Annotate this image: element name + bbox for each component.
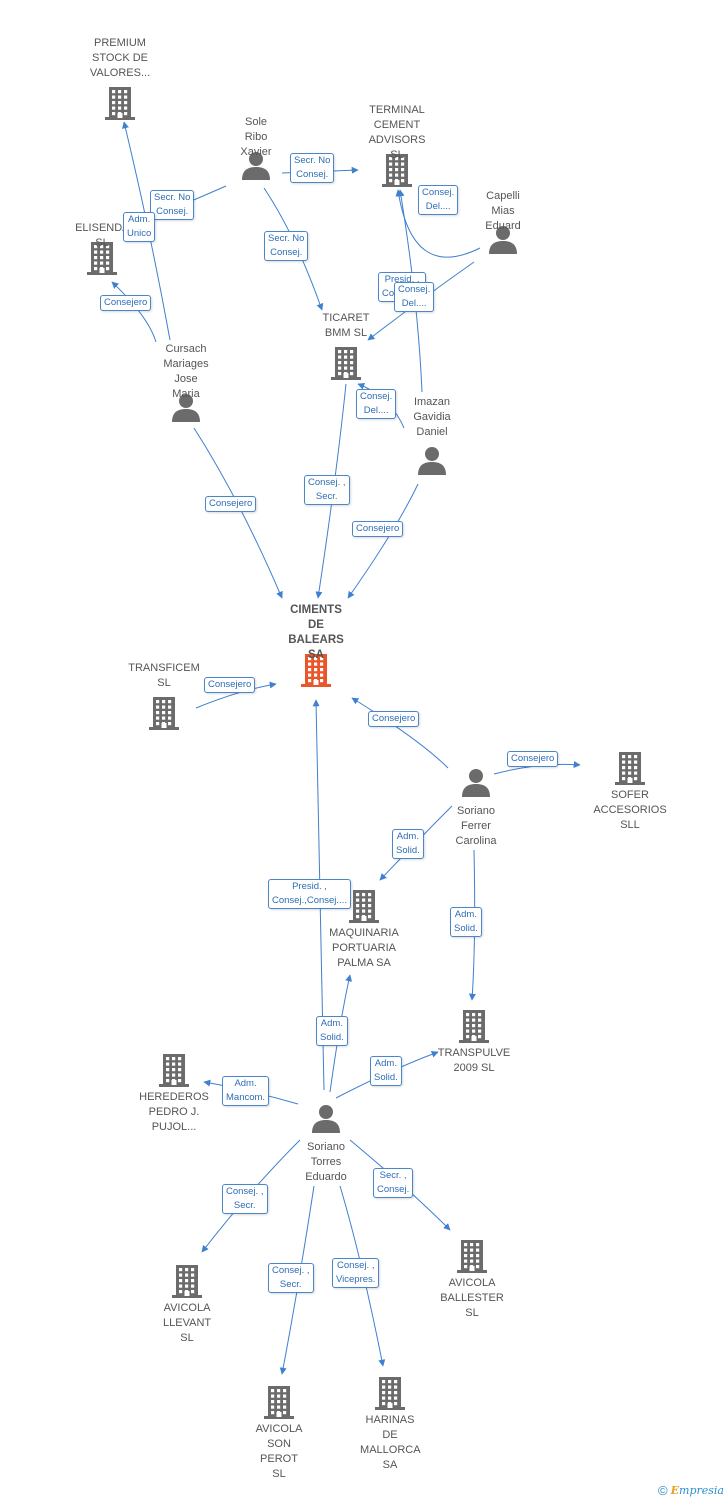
edge-imazan-to-ciments: [347, 483, 419, 599]
node-label: AVICOLA LLEVANT SL: [163, 1302, 212, 1344]
building-icon: [349, 889, 379, 928]
node-label: TICARET BMM SL: [322, 312, 370, 339]
edge-transficem-to-ciments: [195, 681, 277, 709]
node-label: HARINAS DE MALLORCA SA: [360, 1414, 421, 1471]
edge-label[interactable]: Consej. , Secr.: [304, 475, 350, 505]
edge-label[interactable]: Consejero: [507, 751, 559, 767]
node-label: HEREDEROS PEDRO J. PUJOL...: [139, 1091, 209, 1133]
node-label: TRANSPULVE 2009 SL: [437, 1047, 511, 1074]
building-icon: [172, 1264, 202, 1303]
node-label: PREMIUM STOCK DE VALORES...: [89, 37, 151, 79]
edge-label[interactable]: Secr. , Consej.: [373, 1168, 414, 1198]
node-label: Imazan Gavidia Daniel: [413, 396, 451, 438]
copyright-symbol: ©: [658, 1483, 668, 1498]
node-label: Sole Ribo Xavier: [240, 116, 272, 158]
edge-label[interactable]: Adm. Solid.: [316, 1016, 348, 1046]
edge-label[interactable]: Consejero: [352, 521, 404, 537]
edge-label[interactable]: Consej. , Secr.: [222, 1184, 268, 1214]
node-label: AVICOLA BALLESTER SL: [440, 1277, 504, 1319]
edge-label[interactable]: Consejero: [368, 711, 420, 727]
edge-capelli-to-terminal: [395, 189, 481, 258]
footer-brand[interactable]: © Empresia: [658, 1483, 724, 1498]
person-icon: [171, 392, 201, 427]
node-label: TRANSFICEM SL: [128, 662, 200, 689]
node-label: MAQUINARIA PORTUARIA PALMA SA: [329, 927, 399, 969]
building-icon: [331, 346, 361, 385]
edge-label[interactable]: Consej. , Secr.: [268, 1263, 314, 1293]
node-label: SOFER ACCESORIOS SLL: [593, 789, 667, 831]
edge-cursach-to-ciments: [193, 427, 283, 599]
edge-label[interactable]: Consej. , Vicepres.: [332, 1258, 380, 1288]
edge-label[interactable]: Adm. Mancom.: [222, 1076, 270, 1106]
node-label: TERMINAL CEMENT ADVISORS SL: [368, 104, 426, 161]
node-label: Cursach Mariages Jose Maria: [163, 343, 209, 400]
edge-label[interactable]: Consejero: [204, 677, 256, 693]
building-icon: [375, 1376, 405, 1415]
node-label: Capelli Mias Eduard: [485, 190, 521, 232]
edge-label[interactable]: Presid. , Consej.,Consej....: [268, 879, 351, 909]
edge-label[interactable]: Adm. Solid.: [450, 907, 482, 937]
edge-label[interactable]: Adm. Unico: [123, 212, 156, 242]
node-label: Soriano Ferrer Carolina: [455, 805, 497, 847]
edge-label[interactable]: Adm. Solid.: [370, 1056, 402, 1086]
edge-label[interactable]: Consejero: [100, 295, 152, 311]
person-icon: [241, 150, 271, 185]
edge-soriano-ferrer-to-ciments: [351, 697, 449, 769]
building-icon: [105, 86, 135, 125]
building-icon: [459, 1009, 489, 1048]
node-label: ELISENDA SL: [75, 222, 130, 249]
building-icon: [382, 153, 412, 192]
edge-label[interactable]: Consejero: [205, 496, 257, 512]
edge-label[interactable]: Consej. Del....: [418, 185, 459, 215]
building-icon: [615, 751, 645, 790]
edge-label[interactable]: Consej. Del....: [356, 389, 397, 419]
edge-label[interactable]: Secr. No Consej.: [264, 231, 309, 261]
node-label: Soriano Torres Eduardo: [305, 1141, 347, 1183]
brand-logo: Empresia: [670, 1484, 724, 1497]
edge-label[interactable]: Consej. Del....: [394, 282, 435, 312]
node-label: AVICOLA SON PEROT SL: [255, 1423, 303, 1480]
building-icon: [457, 1239, 487, 1278]
building-icon: [87, 241, 117, 280]
edge-label[interactable]: Adm. Solid.: [392, 829, 424, 859]
person-icon: [311, 1103, 341, 1138]
edge-cursach-to-elisenda: [111, 281, 157, 343]
node-label: CIMENTS DE BALEARS SA: [288, 604, 344, 661]
person-icon: [488, 224, 518, 259]
edge-label[interactable]: Secr. No Consej.: [290, 153, 335, 183]
building-icon: [159, 1053, 189, 1092]
person-icon: [417, 445, 447, 480]
building-icon: [301, 653, 331, 692]
edge-label[interactable]: Secr. No Consej.: [150, 190, 195, 220]
building-icon: [264, 1385, 294, 1424]
building-icon: [149, 696, 179, 735]
person-icon: [461, 767, 491, 802]
